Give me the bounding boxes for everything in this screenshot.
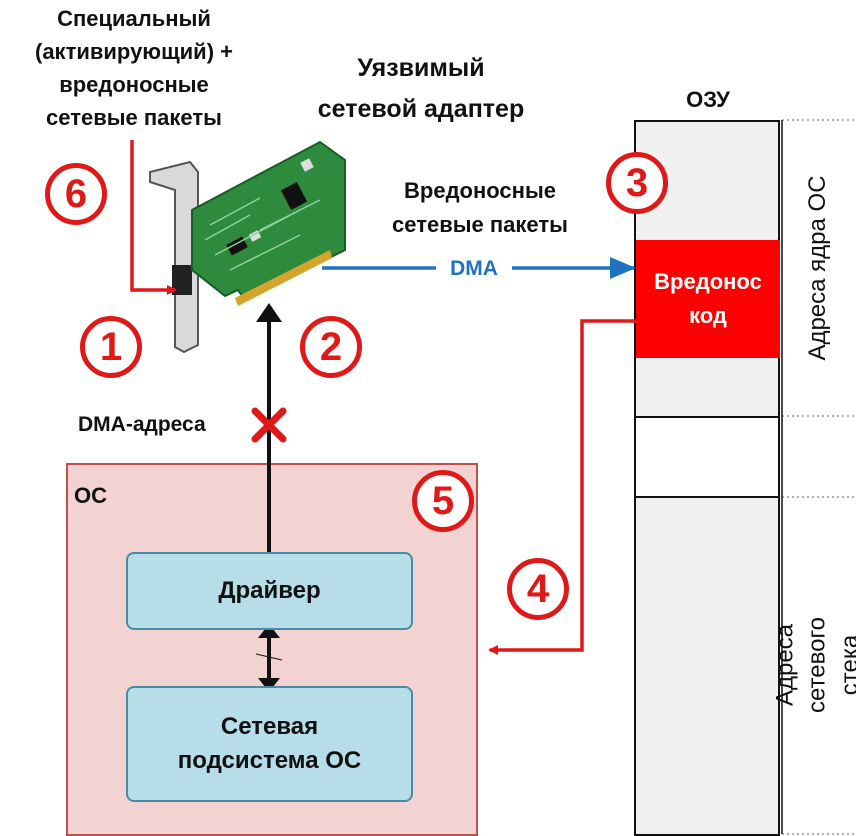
os-label: ОС <box>74 483 107 508</box>
step-2-badge: 2 <box>300 316 362 378</box>
network-card-icon <box>149 140 346 354</box>
dma-label: DMA <box>450 257 498 280</box>
dma-addresses-label: DMA-адреса <box>78 413 206 436</box>
driver-to-nic-arrowhead <box>256 303 282 322</box>
step-3-badge: 3 <box>606 152 668 214</box>
driver-subsystem-link <box>255 624 283 692</box>
driver-box: Драйвер <box>126 552 413 630</box>
net-stack-addresses-label: Адреса сетевого стека <box>771 616 856 714</box>
exploit-arrow <box>488 319 636 655</box>
step-4-badge: 4 <box>507 558 569 620</box>
driver-label: Драйвер <box>218 577 321 605</box>
step-1-badge: 1 <box>80 316 142 378</box>
ram-net-stack-region <box>634 496 780 836</box>
trigger-arrow <box>130 140 177 295</box>
trigger-packets-label: Специальный (активирующий) + вредоносные… <box>35 6 233 130</box>
net-subsystem-box: Сетевая подсистема ОС <box>126 686 413 802</box>
net-subsystem-label: Сетевая подсистема ОС <box>177 713 362 774</box>
blocked-x-icon <box>251 407 287 443</box>
ram-boundary-dots <box>782 119 856 835</box>
packets-label: Вредоносные сетевые пакеты <box>392 178 568 238</box>
kernel-addresses-label: Адреса ядра ОС <box>803 175 831 361</box>
ram-title: ОЗУ <box>686 87 730 112</box>
malicious-code-label: Вредонос код <box>654 268 762 328</box>
malicious-code-block: Вредонос код <box>636 240 780 358</box>
nic-title: Уязвимый сетевой адаптер <box>317 54 525 124</box>
step-6-badge: 6 <box>45 163 107 225</box>
step-5-badge: 5 <box>412 470 474 532</box>
